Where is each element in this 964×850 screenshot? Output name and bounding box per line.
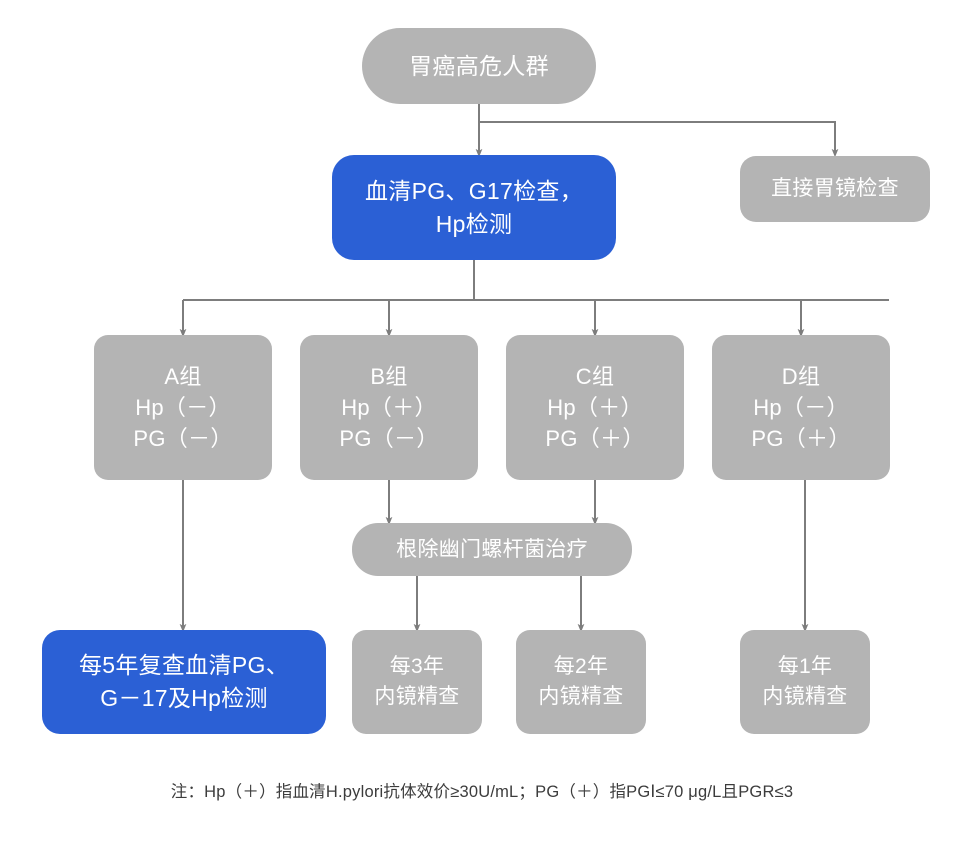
node-eradication-label: 根除幽门螺杆菌治疗 — [396, 537, 588, 561]
node-group-a-line1: A组 — [164, 363, 202, 389]
node-group-a-line3: PG（－） — [133, 426, 233, 452]
node-direct-endoscopy-label: 直接胃镜检查 — [771, 177, 899, 201]
node-group-a[interactable]: A组 Hp（－） PG（－） — [94, 335, 272, 480]
node-group-d-line1: D组 — [781, 363, 821, 389]
node-endoscopy-3y-line2: 内镜精查 — [374, 685, 460, 708]
footnote-text: 注：Hp（＋）指血清H.pylori抗体效价≥30U/mL；PG（＋）指PGⅠ≤… — [170, 783, 794, 801]
node-endoscopy-1y-line2: 内镜精查 — [762, 685, 848, 708]
node-group-b-line1: B组 — [370, 363, 408, 389]
node-hp-eradication-therapy[interactable]: 根除幽门螺杆菌治疗 — [352, 523, 632, 576]
node-followup-5y-line2: G－17及Hp检测 — [100, 685, 268, 711]
node-endoscopy-every-3-years[interactable]: 每3年 内镜精查 — [352, 630, 482, 734]
node-group-b-line3: PG（－） — [339, 426, 439, 452]
node-group-c[interactable]: C组 Hp（＋） PG（＋） — [506, 335, 684, 480]
node-group-b[interactable]: B组 Hp（＋） PG（－） — [300, 335, 478, 480]
node-endoscopy-3y-line1: 每3年 — [389, 655, 445, 679]
node-group-c-line1: C组 — [575, 363, 615, 389]
node-serum-test-line2: Hp检测 — [435, 210, 513, 237]
node-endoscopy-2y-line1: 每2年 — [553, 655, 609, 679]
node-group-d-line3: PG（＋） — [751, 426, 851, 452]
node-high-risk-population[interactable]: 胃癌高危人群 — [362, 28, 596, 104]
node-followup-every-5-years[interactable]: 每5年复查血清PG、 G－17及Hp检测 — [42, 630, 326, 734]
node-direct-endoscopy[interactable]: 直接胃镜检查 — [740, 156, 930, 222]
node-group-c-line2: Hp（＋） — [547, 394, 643, 420]
node-followup-5y-line1: 每5年复查血清PG、 — [78, 652, 290, 679]
node-endoscopy-2y-line2: 内镜精查 — [538, 685, 624, 708]
node-endoscopy-every-2-years[interactable]: 每2年 内镜精查 — [516, 630, 646, 734]
node-group-a-line2: Hp（－） — [135, 394, 231, 420]
node-endoscopy-every-1-year[interactable]: 每1年 内镜精查 — [740, 630, 870, 734]
node-group-d[interactable]: D组 Hp（－） PG（＋） — [712, 335, 890, 480]
node-group-c-line3: PG（＋） — [545, 426, 645, 452]
node-serum-pg-g17-hp-test[interactable]: 血清PG、G17检查， Hp检测 — [332, 155, 616, 260]
node-high-risk-label: 胃癌高危人群 — [409, 52, 549, 79]
node-endoscopy-1y-line1: 每1年 — [777, 655, 833, 679]
node-serum-test-line1: 血清PG、G17检查， — [364, 177, 583, 204]
edge-highrisk-to-direct-endoscopy — [479, 121, 839, 158]
node-group-d-line2: Hp（－） — [753, 394, 849, 420]
node-group-b-line2: Hp（＋） — [341, 394, 437, 420]
